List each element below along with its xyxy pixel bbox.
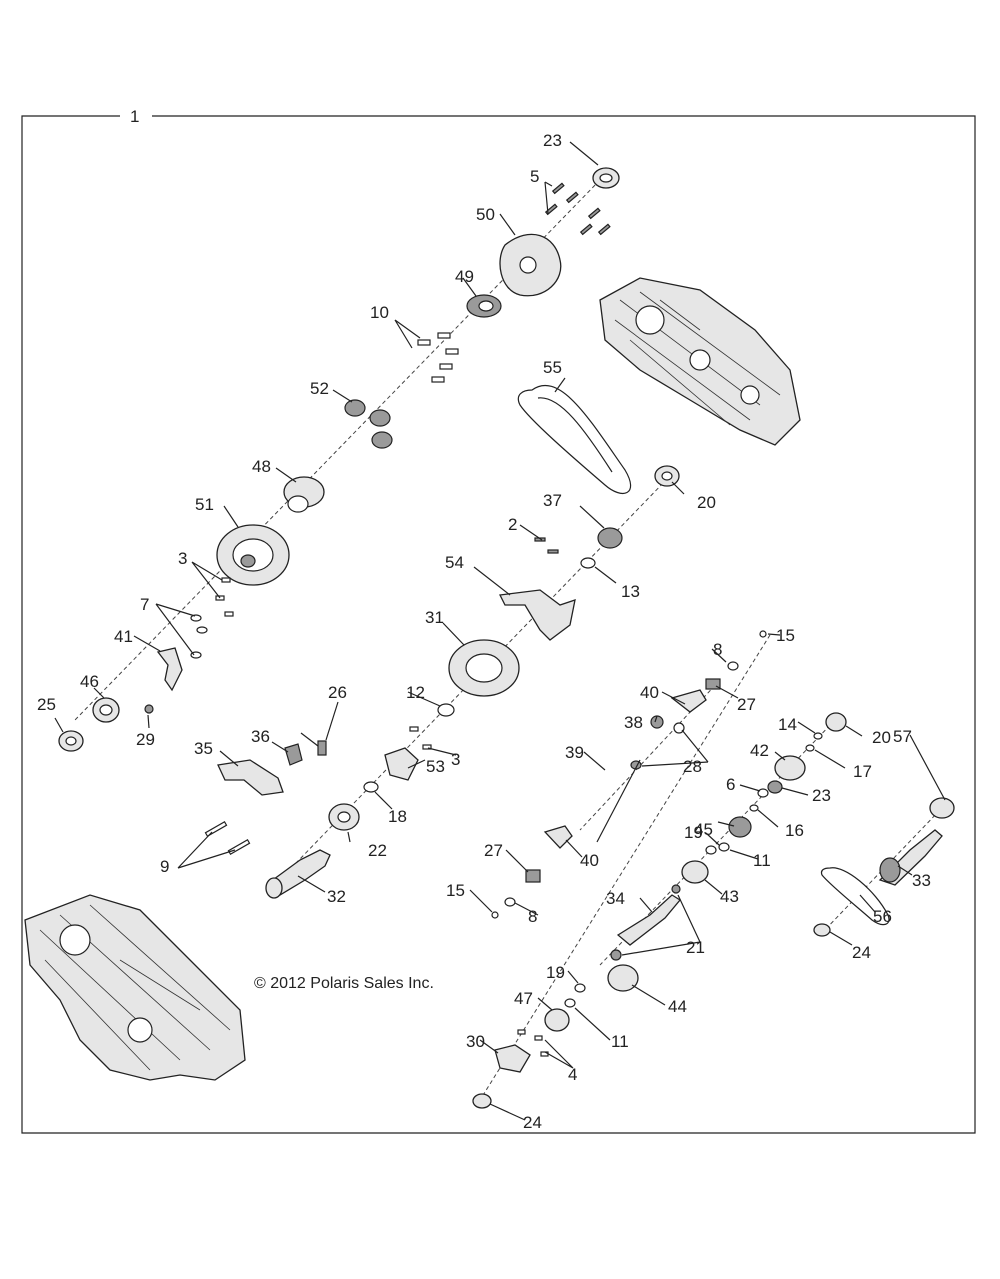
callout-6: 6 bbox=[726, 775, 735, 794]
callout-labels: 1 23 5 50 49 10 52 48 51 3 7 41 46 25 29… bbox=[37, 107, 931, 1132]
callout-16: 16 bbox=[785, 821, 804, 840]
callout-11-bottom: 11 bbox=[611, 1032, 629, 1051]
callout-33: 33 bbox=[912, 871, 931, 890]
callout-2: 2 bbox=[508, 515, 517, 534]
callout-8-bottom: 8 bbox=[528, 907, 537, 926]
callout-3-top: 3 bbox=[178, 549, 187, 568]
callout-14: 14 bbox=[778, 715, 797, 734]
callout-1: 1 bbox=[130, 107, 139, 126]
callout-19-top: 19 bbox=[684, 823, 703, 842]
callout-10: 10 bbox=[370, 303, 389, 322]
callout-12: 12 bbox=[406, 683, 425, 702]
callout-41: 41 bbox=[114, 627, 133, 646]
callout-22: 22 bbox=[368, 841, 387, 860]
leader-lines bbox=[54, 141, 946, 1121]
callout-23-right: 23 bbox=[812, 786, 831, 805]
assembly-frame bbox=[21, 115, 976, 1134]
callout-46: 46 bbox=[80, 672, 99, 691]
callout-55: 55 bbox=[543, 358, 562, 377]
callout-18: 18 bbox=[388, 807, 407, 826]
callout-29: 29 bbox=[136, 730, 155, 749]
callout-25: 25 bbox=[37, 695, 56, 714]
callout-51: 51 bbox=[195, 495, 214, 514]
parts-main-axis bbox=[58, 167, 620, 752]
callout-53: 53 bbox=[426, 757, 445, 776]
callout-50: 50 bbox=[476, 205, 495, 224]
callout-40-bottom: 40 bbox=[580, 851, 599, 870]
callout-37: 37 bbox=[543, 491, 562, 510]
parts-second-axis bbox=[204, 465, 680, 899]
copyright-notice: © 2012 Polaris Sales Inc. bbox=[254, 975, 434, 992]
callout-9: 9 bbox=[160, 857, 169, 876]
callout-3-mid: 3 bbox=[451, 750, 460, 769]
callout-49: 49 bbox=[455, 267, 474, 286]
callout-24-bottom: 24 bbox=[523, 1113, 542, 1132]
callout-8-top: 8 bbox=[713, 640, 722, 659]
callout-31: 31 bbox=[425, 608, 444, 627]
callout-11-top: 11 bbox=[753, 851, 771, 870]
parts-far-right bbox=[813, 797, 955, 937]
callout-30: 30 bbox=[466, 1032, 485, 1051]
callout-7: 7 bbox=[140, 595, 149, 614]
assembly-axes bbox=[74, 179, 941, 1101]
callout-23: 23 bbox=[543, 131, 562, 150]
callout-44: 44 bbox=[668, 997, 687, 1016]
callout-15-top: 15 bbox=[776, 626, 795, 645]
callout-57: 57 bbox=[893, 727, 912, 746]
callout-54: 54 bbox=[445, 553, 464, 572]
callout-27-bottom: 27 bbox=[484, 841, 503, 860]
drive-belt bbox=[517, 384, 632, 494]
callout-43: 43 bbox=[720, 887, 739, 906]
callout-36: 36 bbox=[251, 727, 270, 746]
callout-34: 34 bbox=[606, 889, 625, 908]
parts-right-side bbox=[472, 630, 847, 1109]
case-housing-bottom-left bbox=[24, 894, 246, 1081]
callout-28: 28 bbox=[683, 757, 702, 776]
callout-13: 13 bbox=[621, 582, 640, 601]
callout-24-right: 24 bbox=[852, 943, 871, 962]
callout-40-top: 40 bbox=[640, 683, 659, 702]
callout-27-top: 27 bbox=[737, 695, 756, 714]
callout-15-bottom: 15 bbox=[446, 881, 465, 900]
case-housing-top-right bbox=[599, 277, 801, 446]
callout-17: 17 bbox=[853, 762, 872, 781]
callout-56: 56 bbox=[873, 907, 892, 926]
callout-52: 52 bbox=[310, 379, 329, 398]
callout-20-top: 20 bbox=[697, 493, 716, 512]
callout-39: 39 bbox=[565, 743, 584, 762]
callout-45: 45 bbox=[694, 820, 713, 839]
callout-47: 47 bbox=[514, 989, 533, 1008]
callout-20-right: 20 bbox=[872, 728, 891, 747]
callout-42: 42 bbox=[750, 741, 769, 760]
small-belt bbox=[820, 867, 890, 926]
callout-32: 32 bbox=[327, 887, 346, 906]
callout-35: 35 bbox=[194, 739, 213, 758]
callout-48: 48 bbox=[252, 457, 271, 476]
callout-21: 21 bbox=[686, 938, 705, 957]
callout-26: 26 bbox=[328, 683, 347, 702]
callout-4: 4 bbox=[568, 1065, 577, 1084]
callout-5: 5 bbox=[530, 167, 539, 186]
callout-38: 38 bbox=[624, 713, 643, 732]
callout-19-bottom: 19 bbox=[546, 963, 565, 982]
